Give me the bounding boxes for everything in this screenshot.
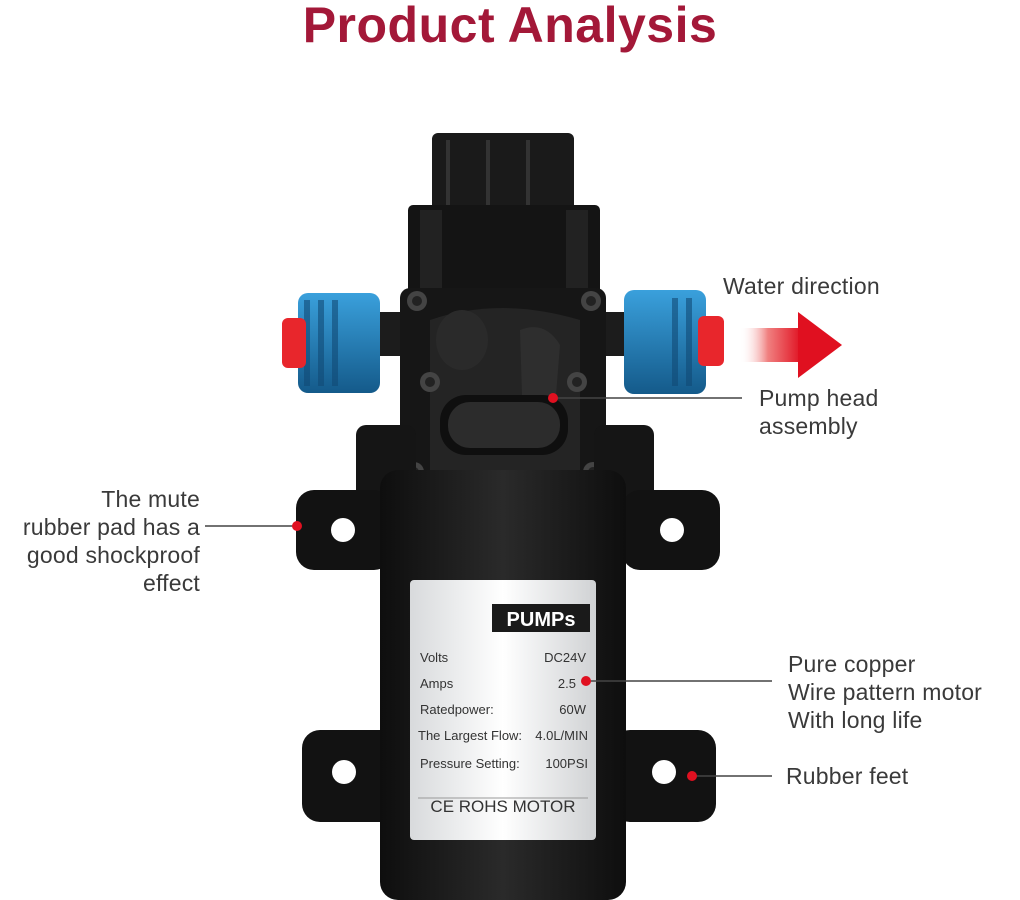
motor-body xyxy=(380,470,626,900)
rubber-feet-leader xyxy=(687,771,772,781)
pump-head-leader xyxy=(548,393,742,403)
rubber-pad-callout: The mute rubber pad has a good shockproo… xyxy=(0,485,200,597)
water-direction-text: Water direction xyxy=(723,273,880,299)
rubber-feet-text: Rubber feet xyxy=(786,763,909,789)
motor-text: Wire pattern motor xyxy=(788,679,983,705)
rubber-pad-text: rubber pad has a xyxy=(22,514,200,540)
motor-text: Pure copper xyxy=(788,651,916,677)
rubber-pad-leader xyxy=(205,521,302,531)
pump-head-callout: Pump head assembly xyxy=(759,384,878,440)
spec-value: DC24V xyxy=(544,650,586,665)
rubber-pad-text: effect xyxy=(142,570,200,596)
spec-name: Amps xyxy=(420,676,454,691)
spec-value: 60W xyxy=(559,702,586,717)
motor-callout: Pure copper Wire pattern motor With long… xyxy=(788,650,982,734)
mounting-bracket-upper xyxy=(296,425,720,570)
spec-name: Volts xyxy=(420,650,449,665)
motor-leader xyxy=(581,676,772,686)
spec-value: 100PSI xyxy=(545,756,588,771)
pump-head xyxy=(400,288,606,488)
rubber-pad-text: good shockproof xyxy=(26,542,200,568)
water-direction-callout: Water direction xyxy=(723,272,880,300)
spec-name: Ratedpower: xyxy=(420,702,494,717)
page-title: Product Analysis xyxy=(302,0,718,53)
electrical-connector xyxy=(408,133,600,295)
spec-value: 2.5 xyxy=(558,676,576,691)
inlet-fitting xyxy=(282,293,414,393)
motor-text: With long life xyxy=(788,707,923,733)
rubber-feet-callout: Rubber feet xyxy=(786,762,908,790)
spec-value: 4.0L/MIN xyxy=(535,728,588,743)
outlet-fitting xyxy=(596,290,724,394)
label-brand: PUMPs xyxy=(507,609,576,631)
product-label: PUMPs Volts DC24V Amps 2.5 Ratedpower: 6… xyxy=(418,609,588,816)
rubber-pad-text: The mute xyxy=(101,486,200,512)
label-certification: CE ROHS MOTOR xyxy=(430,797,575,816)
water-direction-arrow-icon xyxy=(740,312,842,378)
spec-name: The Largest Flow: xyxy=(418,728,522,743)
pump-head-text: assembly xyxy=(759,413,858,439)
mounting-bracket-lower xyxy=(302,730,716,822)
pump-head-text: Pump head xyxy=(759,385,879,411)
spec-name: Pressure Setting: xyxy=(420,756,520,771)
